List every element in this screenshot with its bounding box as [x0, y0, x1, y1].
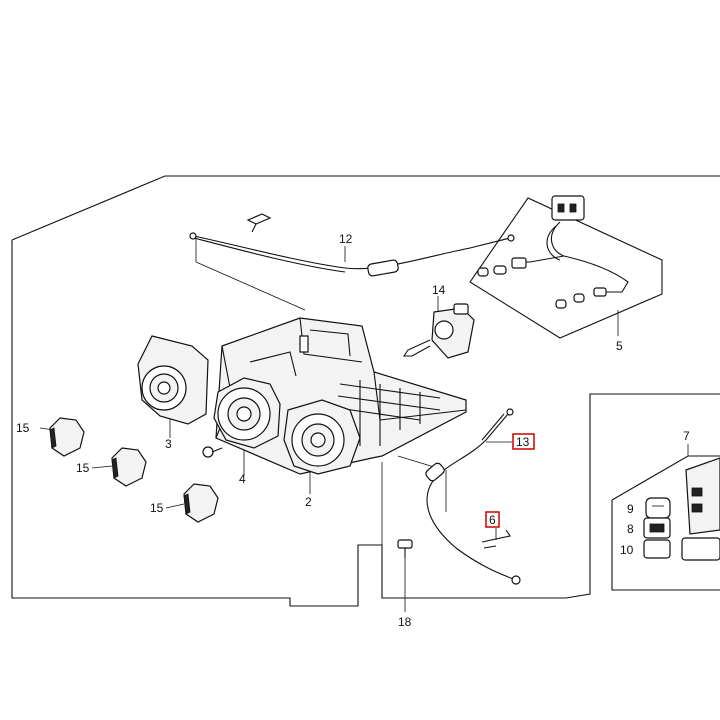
- callout-9: 9: [627, 502, 634, 516]
- dial-housing-3: [137, 335, 209, 425]
- callout-15-a: 15: [16, 421, 30, 435]
- callout-18: 18: [398, 615, 412, 629]
- callout-10: 10: [620, 543, 634, 557]
- switch-9: [645, 497, 671, 519]
- dial-housing-4: [213, 377, 281, 449]
- switch-8: [643, 517, 671, 539]
- control-cable-13: [425, 408, 521, 585]
- callout-7: 7: [683, 429, 690, 443]
- callout-6-highlight: 6: [485, 511, 500, 528]
- callout-15-b: 15: [76, 461, 90, 475]
- knob-15-c: [183, 483, 219, 523]
- knob-15-a: [49, 417, 85, 457]
- callout-4: 4: [239, 472, 246, 486]
- screw-small: [202, 446, 223, 458]
- callout-2: 2: [305, 495, 312, 509]
- dial-housing-2: [283, 399, 361, 475]
- callout-14: 14: [432, 283, 446, 297]
- switch-panel-7: [681, 457, 720, 561]
- callout-15-c: 15: [150, 501, 164, 515]
- assembly-boundary: [11, 175, 720, 607]
- screw-18: [397, 539, 413, 558]
- callout-3: 3: [165, 437, 172, 451]
- wire-harness-5: [477, 195, 629, 309]
- callout-12: 12: [339, 232, 353, 246]
- callout-6: 6: [489, 513, 496, 527]
- callout-5: 5: [616, 339, 623, 353]
- switch-10: [643, 539, 671, 559]
- callout-8: 8: [627, 522, 634, 536]
- control-cable-12: [189, 213, 515, 277]
- harness-subassembly-box: [469, 197, 663, 339]
- cable-clip-6: [481, 529, 511, 549]
- callout-13: 13: [516, 435, 530, 449]
- callout-13-highlight: 13: [512, 433, 535, 450]
- actuator-14: [402, 303, 475, 359]
- knob-15-b: [111, 447, 147, 487]
